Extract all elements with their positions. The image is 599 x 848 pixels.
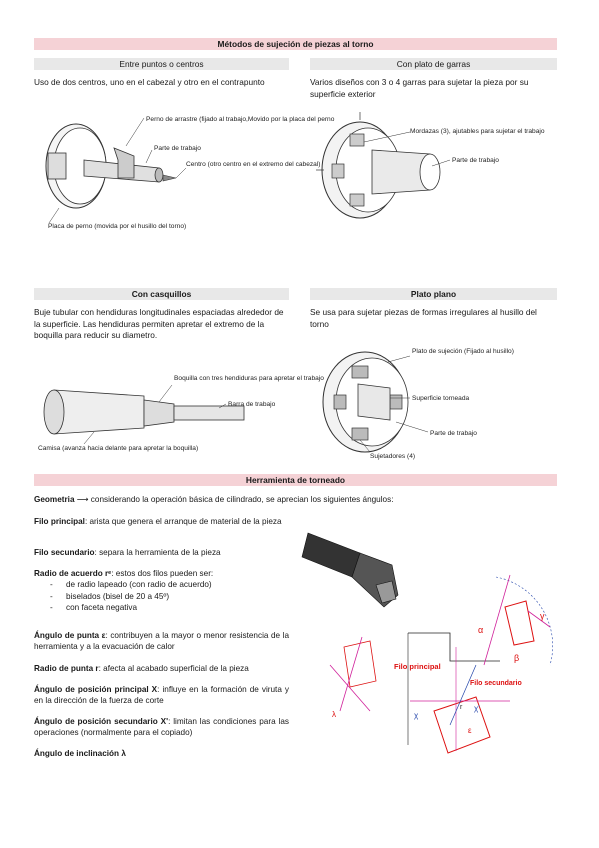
plato-plano-label-superficie: Superficie torneada — [412, 395, 470, 402]
svg-text:χ': χ' — [474, 704, 480, 713]
casquillos-label-barra: Barra de trabajo — [228, 401, 276, 408]
svg-text:Filo secundario: Filo secundario — [470, 680, 522, 687]
plato-plano-label-sujetadores: Sujetadores (4) — [370, 453, 415, 460]
entre-puntos-label-perno: Perno de arrastre (fijado al trabajo,Mov… — [146, 116, 335, 123]
svg-text:γ: γ — [540, 611, 545, 621]
tool-item-radio-acuerdo: Radio de acuerdo rᵉ: estos dos filos pue… — [34, 568, 289, 614]
entre-puntos-label-parte: Parte de trabajo — [154, 145, 201, 152]
list-item: con faceta negativa — [50, 602, 289, 614]
tool-item-angulo-punta: Ángulo de punta ε: contribuyen a la mayo… — [34, 631, 289, 652]
method-title-entre-puntos: Entre puntos o centros — [34, 58, 289, 70]
tool-item-filo-principal: Filo principal: arista que genera el arr… — [34, 517, 282, 526]
entre-puntos-figure: Perno de arrastre (fijado al trabajo,Mov… — [45, 116, 335, 230]
plato-plano-label-plato: Plato de sujeción (Fijado al husillo) — [412, 348, 514, 355]
tool-geometry-line: Geometria ⟶ considerando la operación bá… — [34, 494, 557, 506]
plato-garras-label-parte: Parte de trabajo — [452, 157, 499, 164]
svg-text:χ: χ — [414, 711, 419, 720]
method-text-plato-garras: Varios diseños con 3 o 4 garras para suj… — [310, 77, 529, 99]
svg-text:ε: ε — [468, 726, 472, 735]
svg-text:β: β — [514, 653, 519, 663]
list-item: de radio lapeado (con radio de acuerdo) — [50, 579, 289, 591]
casquillos-label-boquilla: Boquilla con tres hendiduras para apreta… — [174, 375, 324, 382]
tool-geometry-term: Geometria — [34, 495, 75, 504]
svg-text:r: r — [460, 704, 463, 711]
svg-text:Filo principal: Filo principal — [394, 662, 441, 671]
method-text-plato-plano: Se usa para sujetar piezas de formas irr… — [310, 307, 537, 329]
method-title-casquillos: Con casquillos — [34, 288, 289, 300]
plato-garras-label-mordazas: Mordazas (3), ajutables para sujetar el … — [410, 128, 545, 135]
tool-item-inclinacion: Ángulo de inclinación λ — [34, 749, 126, 758]
svg-text:λ: λ — [332, 710, 336, 719]
svg-text:α: α — [478, 625, 483, 635]
tool-item-filo-secundario: Filo secundario: separa la herramienta d… — [34, 548, 221, 557]
tool-item-posicion-principal: Ángulo de posición principal X: influye … — [34, 685, 290, 706]
method-text-casquillos: Buje tubular con hendiduras longitudinal… — [34, 307, 284, 341]
casquillos-label-camisa: Camisa (avanza hacia delante para apreta… — [38, 445, 198, 452]
plato-plano-label-parte: Parte de trabajo — [430, 430, 477, 437]
tool-geometry-text: considerando la operación básica de cili… — [90, 495, 394, 504]
entre-puntos-label-centro: Centro (otro centro en el extremo del ca… — [186, 161, 321, 168]
method-text-entre-puntos: Uso de dos centros, uno en el cabezal y … — [34, 77, 265, 87]
tool-item-posicion-secundario: Ángulo de posición secundario X': limita… — [34, 717, 289, 738]
method-title-plato-garras: Con plato de garras — [310, 58, 557, 70]
radio-options-list: de radio lapeado (con radio de acuerdo) … — [34, 579, 289, 614]
tool-section-title: Herramienta de torneado — [34, 474, 557, 486]
entre-puntos-label-placa: Placa de perno (movida por el husillo de… — [48, 223, 186, 230]
list-item: biselados (bisel de 20 a 45º) — [50, 591, 289, 603]
tool-angles-figure: α β γ λ Filo principal Filo secundario χ… — [301, 532, 553, 754]
arrow-right-icon: ⟶ — [76, 495, 91, 504]
plato-garras-figure: Mordazas (3), ajutables para sujetar el … — [316, 112, 545, 219]
casquillos-figure: Boquilla con tres hendiduras para apreta… — [38, 375, 324, 452]
plato-plano-figure: Plato de sujeción (Fijado al husillo) Su… — [322, 348, 514, 460]
main-section-title: Métodos de sujeción de piezas al torno — [34, 38, 557, 50]
method-title-plato-plano: Plato plano — [310, 288, 557, 300]
tool-item-radio-punta: Radio de punta r: afecta al acabado supe… — [34, 664, 249, 673]
